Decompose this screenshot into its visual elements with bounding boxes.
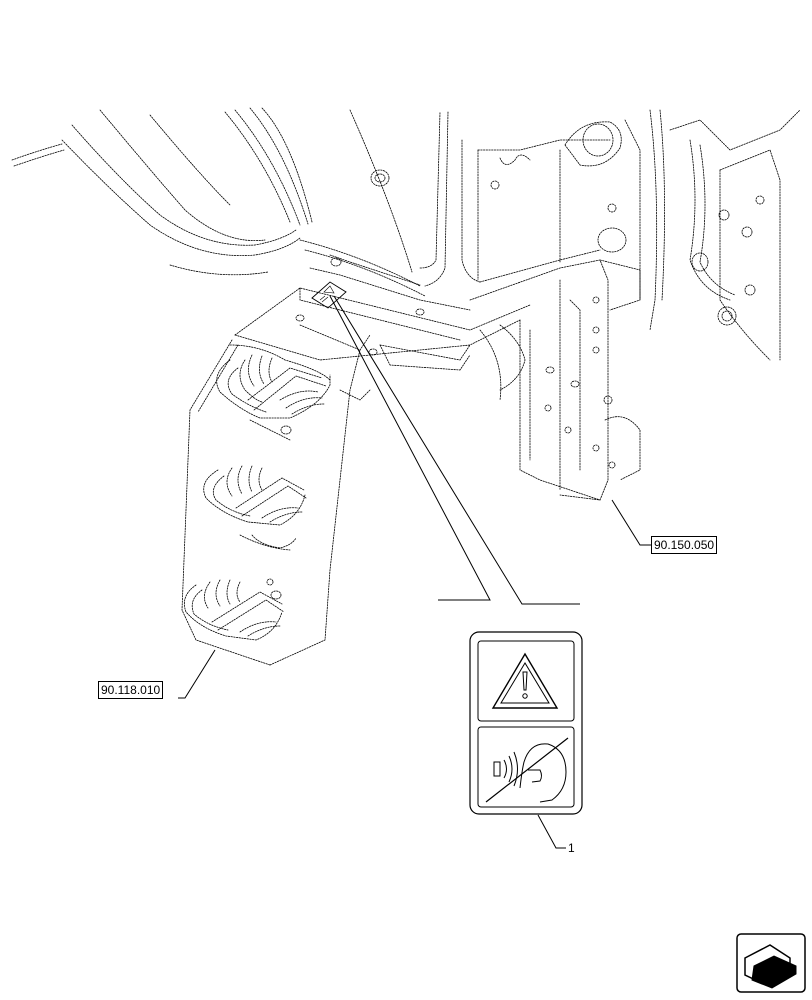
safety-decal-enlarged: [469, 631, 583, 815]
platform-beam: [234, 254, 531, 371]
next-page-arrow-icon[interactable]: [736, 933, 806, 993]
step-leader: [178, 649, 216, 699]
fender-outline: [11, 107, 313, 276]
bracket-leader: [611, 499, 652, 546]
side-mounting-bracket: [469, 259, 641, 501]
decal-upper-panel: [477, 640, 575, 722]
decal-outline: [469, 631, 583, 815]
decal-leader-right: [333, 295, 580, 605]
warning-triangle-icon: [491, 652, 559, 709]
engine-compartment: [461, 109, 801, 361]
no-noise-hearing-icon: [485, 737, 569, 803]
leader-lines: [178, 295, 652, 849]
decal-lower-panel: [477, 726, 575, 808]
decal-item-number: 1: [568, 841, 575, 855]
decal-leader-left: [329, 295, 491, 601]
step-assembly-callout[interactable]: 90.118.010: [98, 681, 164, 699]
step-ladder-assembly: [181, 324, 371, 666]
side-bracket-callout[interactable]: 90.150.050: [651, 536, 718, 554]
decal-on-machine: [311, 281, 347, 309]
decal-item-leader: [537, 814, 566, 849]
cab-door-frame: [299, 109, 449, 297]
